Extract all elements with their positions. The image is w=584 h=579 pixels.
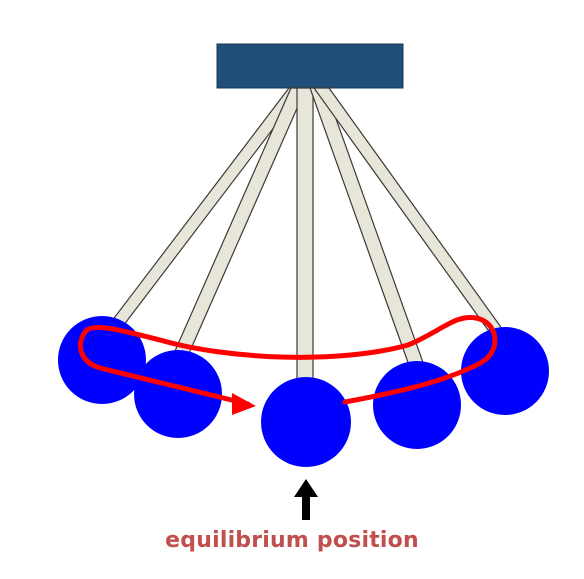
equilibrium-position-label: equilibrium position bbox=[165, 528, 419, 553]
swing-arrow-head bbox=[232, 393, 256, 415]
pendulum-rods bbox=[103, 87, 505, 381]
bob-far-right bbox=[461, 327, 549, 415]
equilibrium-arrow bbox=[294, 479, 318, 520]
bob-near-right bbox=[373, 361, 461, 449]
support-block bbox=[216, 43, 404, 89]
bob-near-left bbox=[134, 350, 222, 438]
swing-path-loop bbox=[78, 314, 498, 407]
rod-center bbox=[296, 87, 314, 381]
bob-center bbox=[261, 377, 351, 467]
rod-far-right bbox=[312, 87, 505, 331]
rod-near-right bbox=[309, 87, 426, 369]
